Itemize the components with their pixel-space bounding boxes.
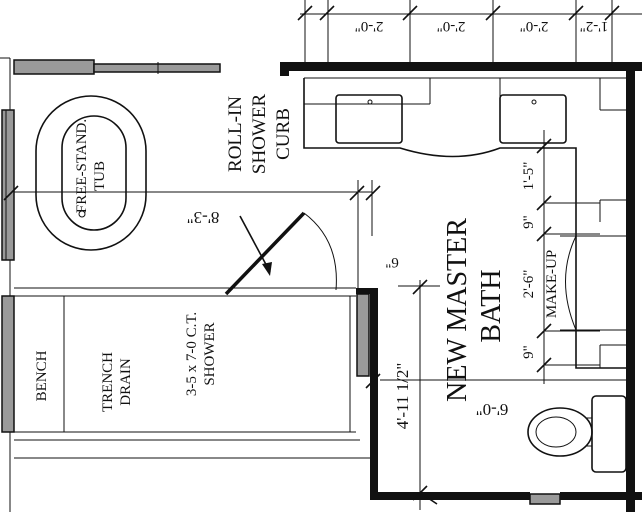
dimension-top-3: 2'-0" <box>520 18 549 34</box>
toilet <box>527 395 627 473</box>
shower-door: ROLL-IN SHOWER CURB <box>224 94 337 296</box>
vanity-counter <box>303 77 626 369</box>
makeup-counter: MAKE-UP <box>544 235 626 331</box>
dimension-top-4: 1'-2" <box>580 18 609 34</box>
bench-label: BENCH <box>34 350 50 401</box>
dimension-width-right: 6'-0" <box>476 400 509 419</box>
dimension-top-2: 2'-0" <box>437 18 466 34</box>
room-name-line1: NEW MASTER <box>442 218 473 402</box>
walls <box>0 57 642 512</box>
shower-enclosure: BENCH TRENCH DRAIN 3-5 x 7-0 C.T. SHOWER <box>14 287 356 433</box>
dimension-curb-offset: 6" <box>385 254 399 270</box>
sink-right <box>499 94 567 144</box>
shower-label-line2: SHOWER <box>202 322 218 385</box>
dimension-vanity-1: 1'-5" <box>521 162 537 191</box>
shower-label-line1: 3-5 x 7-0 C.T. <box>184 312 200 396</box>
dimension-vanity-2: 9" <box>521 215 537 229</box>
dimension-top-1: 2'-0" <box>355 18 384 34</box>
dimension-vanity-4: 9" <box>521 345 537 359</box>
tub-label-line1: FREE-STAND. <box>74 119 90 213</box>
top-dimension-strip: 2'-0" 2'-0" 2'-0" 1'-2" <box>297 0 642 62</box>
trench-drain-label-line1: TRENCH <box>100 352 116 412</box>
makeup-label: MAKE-UP <box>544 250 560 318</box>
trench-drain-label-line2: DRAIN <box>118 358 134 406</box>
tub-label-line2: TUB <box>92 161 108 191</box>
dimension-opening: 8'-3" <box>187 208 220 227</box>
dimension-lines: 8'-3" 6" 1'-5" 9" 2'-6" 9" 4'-11 1/2" 6'… <box>3 130 626 510</box>
curb-label-line1: ROLL-IN <box>225 96 246 172</box>
free-standing-tub: FREE-STAND. TUB <box>35 95 147 251</box>
sink-left <box>335 94 403 144</box>
curb-label-line2: SHOWER <box>249 94 270 175</box>
curb-label-line3: CURB <box>273 108 294 160</box>
dimension-vanity-3: 2'-6" <box>521 270 537 299</box>
dimension-width-left: 4'-11 1/2" <box>393 363 412 430</box>
room-title: NEW MASTER BATH <box>442 218 507 402</box>
room-name-line2: BATH <box>476 269 507 342</box>
